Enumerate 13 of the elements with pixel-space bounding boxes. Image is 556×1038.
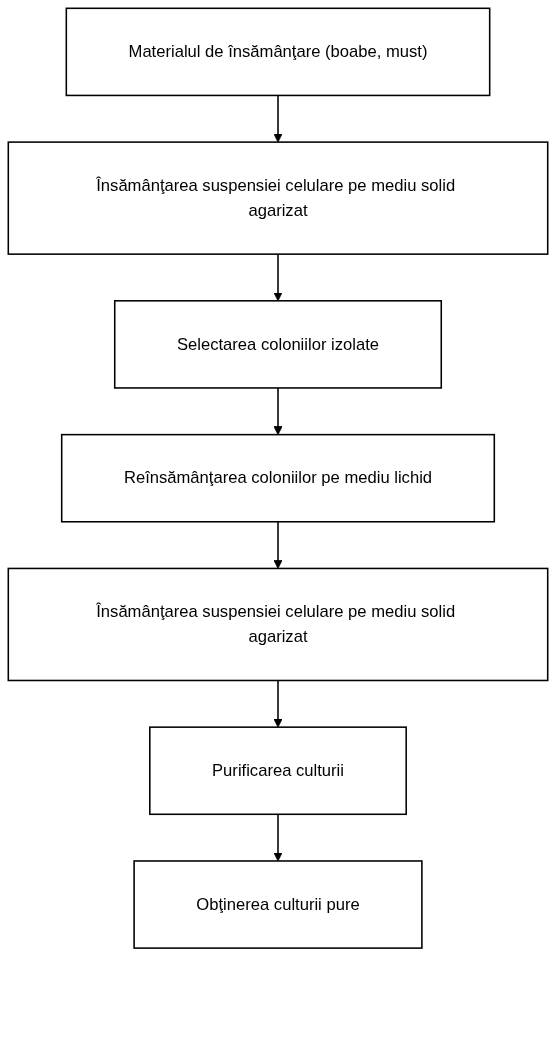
arrow bbox=[273, 521, 283, 569]
node-box: Însămânţarea suspensiei celulare pe mediu solid agarizat bbox=[7, 141, 549, 255]
arrow bbox=[273, 387, 283, 436]
node-box: Purificarea culturii bbox=[149, 726, 407, 816]
arrow bbox=[273, 253, 283, 302]
node-box: Reînsămânţarea coloniilor pe mediu lichid bbox=[60, 433, 496, 523]
arrow bbox=[273, 813, 283, 862]
node-box: Materialul de însămânţare (boabe, must) bbox=[65, 7, 491, 97]
arrow bbox=[273, 94, 283, 143]
node-box: Însămânţarea suspensiei celulare pe mediu solid agarizat bbox=[7, 567, 549, 682]
node-box: Selectarea coloniilor izolate bbox=[113, 300, 443, 389]
node-box: Obţinerea culturii pure bbox=[133, 860, 423, 949]
arrow bbox=[273, 679, 283, 728]
